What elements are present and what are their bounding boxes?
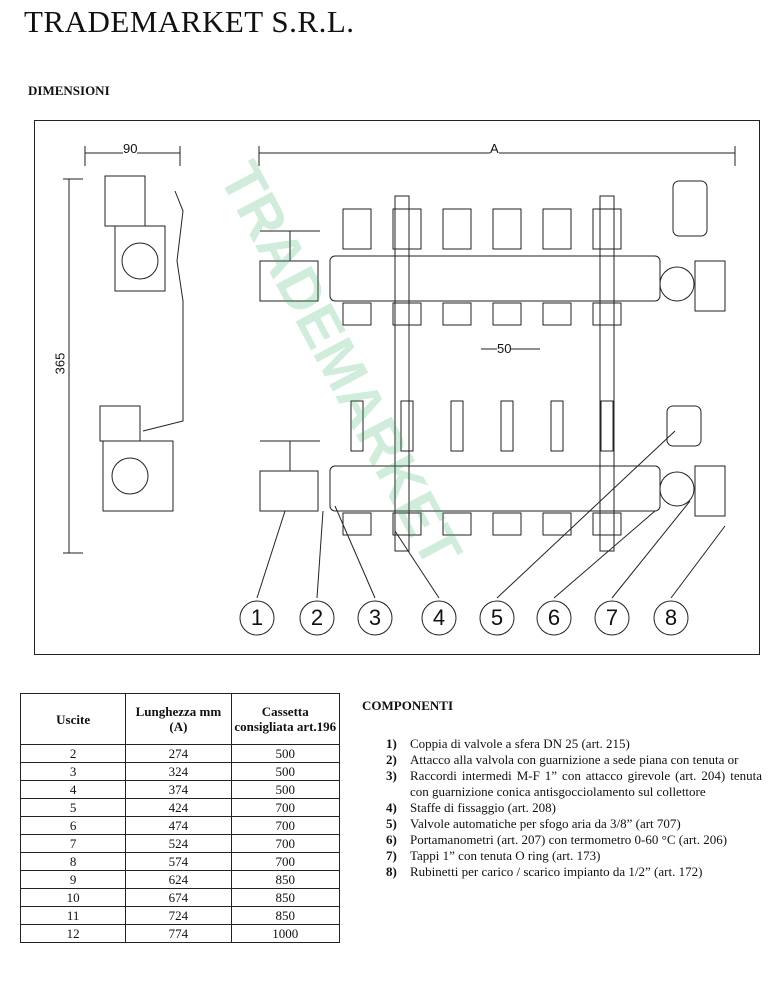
table-cell: 374 [125,780,232,799]
callout-number: 2 [310,605,324,630]
table-cell: 674 [125,888,232,907]
table-cell: 11 [19,906,127,925]
dim-height-label: 365 [52,352,68,375]
component-number: 8) [386,864,397,879]
table-cell: 850 [230,888,341,907]
table-cell: 774 [125,924,232,943]
table-cell: 424 [125,798,232,817]
callout-number: 5 [490,605,504,630]
component-text: Raccordi intermedi M-F 1” con attacco gi… [410,768,762,799]
dim-width-label: 90 [123,141,138,156]
callout-number: 6 [547,605,561,630]
table-cell: 1000 [230,924,341,943]
callout-number: 1 [250,605,264,630]
table-cell: 4 [19,780,127,799]
callout-number: 7 [605,605,619,630]
component-item: 6) Portamanometri (art. 207) con termomet… [362,832,762,848]
component-text: Tappi 1” con tenuta O ring (art. 173) [410,848,601,863]
dimensions-table: Uscite Lunghezza mm (A) Cassetta consigl… [19,693,341,943]
table-cell: 10 [19,888,127,907]
table-cell: 624 [125,870,232,889]
col-header-length: Lunghezza mm (A) [125,693,232,745]
table-cell: 8 [19,852,127,871]
table-cell: 9 [19,870,127,889]
component-number: 5) [386,816,397,831]
component-item: 1) Coppia di valvole a sfera DN 25 (art. … [362,736,762,752]
component-text: Attacco alla valvola con guarnizione a s… [410,752,739,767]
callout-number: 4 [432,605,446,630]
dimensions-heading: DIMENSIONI [28,83,110,98]
component-item: 8) Rubinetti per carico / scarico impiant… [362,864,762,880]
col-header-box: Cassetta consigliata art.196 [230,693,341,745]
component-number: 6) [386,832,397,847]
table-cell: 850 [230,906,341,925]
component-text: Valvole automatiche per sfogo aria da 3/… [410,816,681,831]
table-cell: 2 [19,744,127,763]
table-cell: 500 [230,744,341,763]
table-cell: 700 [230,816,341,835]
component-item: 5) Valvole automatiche per sfogo aria da … [362,816,762,832]
table-cell: 5 [19,798,127,817]
component-number: 2) [386,752,397,767]
component-item: 7) Tappi 1” con tenuta O ring (art. 173) [362,848,762,864]
table-cell: 274 [125,744,232,763]
callout-number: 3 [368,605,382,630]
table-cell: 850 [230,870,341,889]
components-heading: COMPONENTI [362,698,453,713]
table-cell: 700 [230,798,341,817]
table-cell: 324 [125,762,232,781]
table-cell: 12 [19,924,127,943]
component-text: Coppia di valvole a sfera DN 25 (art. 21… [410,736,630,751]
callout-number: 8 [664,605,678,630]
table-cell: 700 [230,834,341,853]
table-cell: 700 [230,852,341,871]
table-cell: 3 [19,762,127,781]
drawing-lines [63,146,736,636]
col-header-uscite: Uscite [19,693,127,745]
component-number: 1) [386,736,397,751]
table-cell: 524 [125,834,232,853]
component-text: Portamanometri (art. 207) con termometro… [410,832,728,847]
table-cell: 6 [19,816,127,835]
component-item: 4) Staffe di fissaggio (art. 208) [362,800,762,816]
component-text: Staffe di fissaggio (art. 208) [410,800,556,815]
dim-pitch-label: 50 [497,341,512,356]
components-list: 1) Coppia di valvole a sfera DN 25 (art. … [362,736,762,880]
component-text: Rubinetti per carico / scarico impianto … [410,864,703,879]
dim-length-label: A [490,141,499,156]
table-cell: 724 [125,906,232,925]
table-cell: 574 [125,852,232,871]
component-number: 4) [386,800,397,815]
company-title: TRADEMARKET S.R.L. [24,4,355,39]
table-cell: 500 [230,762,341,781]
table-cell: 474 [125,816,232,835]
component-number: 7) [386,848,397,863]
table-cell: 7 [19,834,127,853]
component-item: 2) Attacco alla valvola con guarnizione a… [362,752,762,768]
component-number: 3) [386,768,397,783]
component-item: 3) Raccordi intermedi M-F 1” con attacco … [362,768,762,800]
table-cell: 500 [230,780,341,799]
